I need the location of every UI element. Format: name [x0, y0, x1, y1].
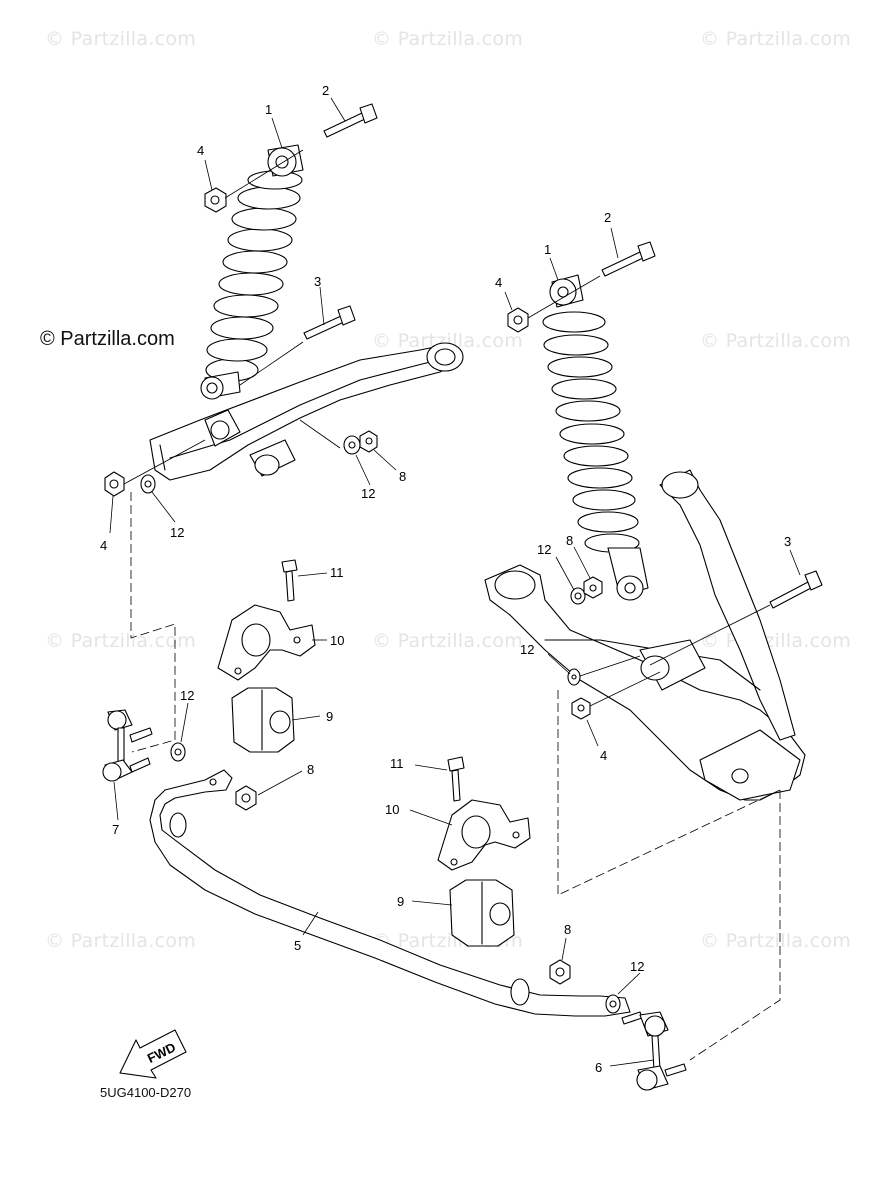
- callout-12: 12: [361, 486, 375, 501]
- callout-4: 4: [100, 538, 107, 553]
- callout-11: 11: [390, 756, 404, 771]
- callout-8: 8: [566, 533, 573, 548]
- watermark: © Partzilla.com: [700, 930, 852, 952]
- left-coil-spring: [205, 170, 303, 382]
- lower-stabilizer-bushing[interactable]: [449, 879, 515, 947]
- left-upper-nut[interactable]: [204, 187, 227, 213]
- callout-8: 8: [399, 469, 406, 484]
- left-arm-washer[interactable]: [343, 435, 361, 455]
- right-upper-nut[interactable]: [507, 307, 529, 333]
- callout-9: 9: [326, 709, 333, 724]
- upper-stabilizer-bracket[interactable]: [217, 604, 316, 681]
- callout-12: 12: [170, 525, 184, 540]
- right-link-washer[interactable]: [605, 994, 621, 1014]
- right-arm-nut[interactable]: [583, 576, 603, 599]
- callout-labels: 1 2 4 3 8 12 4 12 1 2 4 12 8 3 12 4 11 1…: [100, 83, 791, 1075]
- diagram-code: 5UG4100-D270: [100, 1085, 192, 1100]
- callout-12: 12: [520, 642, 534, 657]
- callout-6: 6: [595, 1060, 602, 1075]
- callout-11: 11: [330, 565, 344, 580]
- right-stabilizer-nut[interactable]: [549, 959, 571, 985]
- left-shock-absorber[interactable]: [200, 144, 304, 400]
- lower-stabilizer-bolt[interactable]: [447, 756, 465, 802]
- watermark: © Partzilla.com: [45, 930, 197, 952]
- fwd-arrow-icon: FWD: [119, 1029, 187, 1079]
- right-lower-bolt[interactable]: [769, 570, 823, 609]
- watermark: © Partzilla.com: [372, 630, 524, 652]
- watermark: © Partzilla.com: [700, 28, 852, 50]
- upper-stabilizer-bolt[interactable]: [281, 559, 298, 602]
- watermark: © Partzilla.com: [372, 28, 524, 50]
- right-arm-washer[interactable]: [570, 587, 586, 605]
- callout-3: 3: [314, 274, 321, 289]
- right-arm-washer-lower[interactable]: [567, 668, 581, 686]
- watermark: © Partzilla.com: [372, 330, 524, 352]
- callout-2: 2: [604, 210, 611, 225]
- left-link-washer[interactable]: [170, 742, 186, 762]
- callout-12: 12: [180, 688, 194, 703]
- callout-3: 3: [784, 534, 791, 549]
- callout-leaders: [109, 97, 801, 1067]
- callout-1: 1: [265, 102, 272, 117]
- callout-2: 2: [322, 83, 329, 98]
- callout-9: 9: [397, 894, 404, 909]
- callout-4: 4: [197, 143, 204, 158]
- right-coil-spring: [542, 311, 640, 553]
- callout-8: 8: [307, 762, 314, 777]
- callout-5: 5: [294, 938, 301, 953]
- right-stabilizer-link[interactable]: [621, 1011, 687, 1091]
- callout-8: 8: [564, 922, 571, 937]
- watermark: © Partzilla.com: [45, 28, 197, 50]
- callout-4: 4: [600, 748, 607, 763]
- left-suspension-arm[interactable]: [149, 342, 464, 481]
- lower-stabilizer-bracket[interactable]: [437, 799, 531, 871]
- callout-7: 7: [112, 822, 119, 837]
- left-arm-washer-lower[interactable]: [140, 474, 156, 494]
- callout-12: 12: [537, 542, 551, 557]
- right-upper-bolt[interactable]: [601, 241, 656, 277]
- watermark: © Partzilla.com: [700, 330, 852, 352]
- callout-10: 10: [385, 802, 399, 817]
- callout-12: 12: [630, 959, 644, 974]
- left-stabilizer-nut[interactable]: [235, 785, 257, 811]
- upper-stabilizer-bushing[interactable]: [231, 687, 295, 753]
- callout-1: 1: [544, 242, 551, 257]
- left-stabilizer-link[interactable]: [102, 709, 153, 782]
- right-arm-nut-lower[interactable]: [571, 697, 591, 720]
- left-upper-bolt[interactable]: [323, 103, 378, 138]
- left-arm-nut-lower[interactable]: [104, 471, 125, 497]
- watermark: © Partzilla.com: [45, 630, 197, 652]
- brand-watermark: © Partzilla.com: [40, 328, 175, 350]
- left-lower-bolt[interactable]: [303, 305, 356, 340]
- right-shock-absorber[interactable]: [542, 274, 649, 601]
- right-suspension-arm[interactable]: [484, 469, 806, 801]
- left-arm-nut[interactable]: [359, 430, 378, 453]
- assembly-dash-lines: [130, 492, 781, 1061]
- callout-10: 10: [330, 633, 344, 648]
- callout-4: 4: [495, 275, 502, 290]
